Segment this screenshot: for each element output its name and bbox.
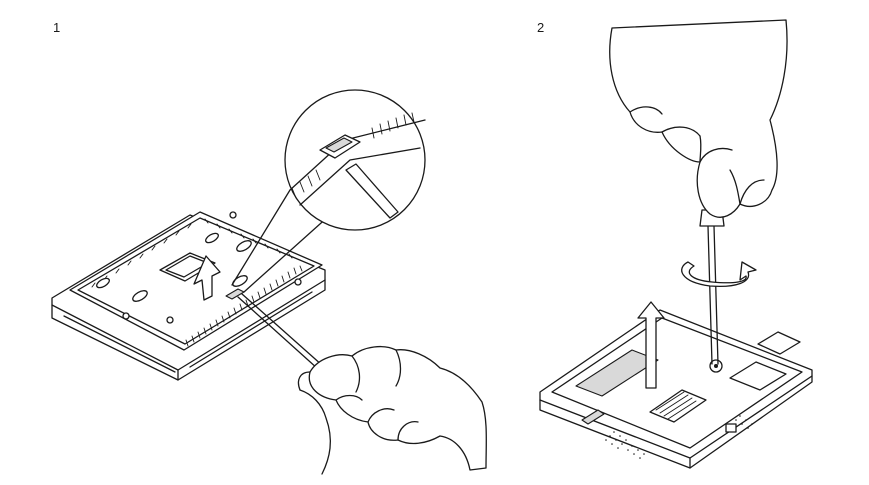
rotate-arrow-icon (681, 261, 757, 288)
step-1-label: 1 (53, 20, 61, 35)
side-connector (725, 423, 737, 433)
step-2-illustration (539, 19, 813, 469)
step-2-label: 2 (537, 20, 545, 35)
detail-magnifier (231, 89, 426, 293)
lift-arrow-icon (193, 255, 221, 301)
open-device-housing (539, 309, 813, 469)
circuit-board-dots (605, 415, 753, 459)
hand-1 (297, 345, 487, 475)
hand-2 (609, 19, 788, 218)
lift-arrow-icon (637, 301, 665, 389)
screwdriver-1 (237, 293, 333, 379)
device-back-plate (51, 211, 326, 381)
mounting-slots (96, 211, 302, 324)
step-1-illustration (51, 89, 487, 475)
